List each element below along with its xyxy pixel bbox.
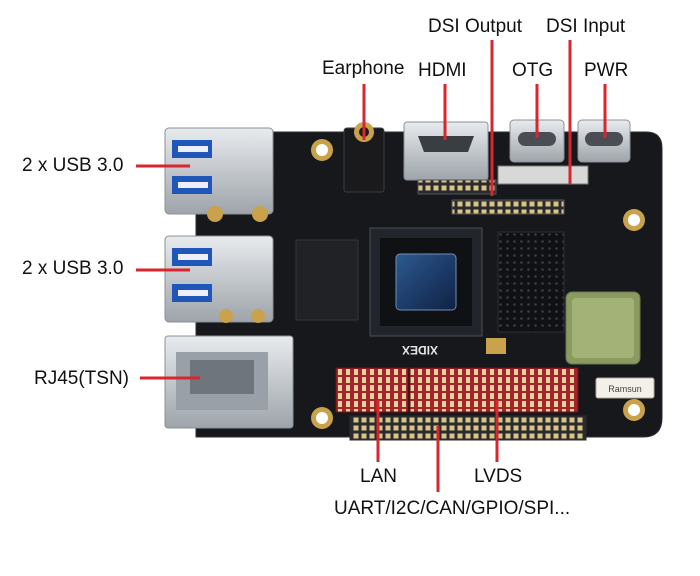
label-dsi-input: DSI Input [546, 16, 626, 37]
label-dsi-output: DSI Output [428, 16, 522, 37]
label-pwr: PWR [584, 60, 629, 81]
soc-chip [369, 227, 483, 337]
brand-sticker: Ramsun [595, 377, 655, 399]
label-uart: UART/I2C/CAN/GPIO/SPI... [334, 498, 571, 519]
pwr-port [577, 119, 631, 163]
sticker-text: Ramsun [608, 384, 642, 394]
usb-port-top [164, 127, 274, 222]
wifi-module [565, 291, 641, 365]
label-lan: LAN [360, 466, 397, 487]
red-headers [335, 367, 579, 413]
small-component [486, 338, 506, 354]
label-usb-top: 2 x USB 3.0 [22, 155, 124, 176]
label-lvds: LVDS [474, 466, 523, 487]
label-rj45: RJ45(TSN) [34, 368, 130, 389]
label-otg: OTG [512, 60, 554, 81]
brand-mark: XIDEX [402, 343, 438, 357]
rj45-port [164, 335, 294, 429]
label-earphone: Earphone [322, 58, 405, 79]
memory-chip [497, 231, 565, 333]
label-hdmi: HDMI [418, 60, 467, 81]
mounting-holes [311, 139, 645, 429]
dsi-connectors [417, 165, 589, 215]
gpio-header [349, 415, 587, 441]
label-usb-bottom: 2 x USB 3.0 [22, 258, 124, 279]
leader-lines [136, 40, 607, 492]
usb-port-bottom [164, 235, 274, 323]
otg-port [509, 119, 565, 163]
emmc-chip [295, 239, 359, 321]
